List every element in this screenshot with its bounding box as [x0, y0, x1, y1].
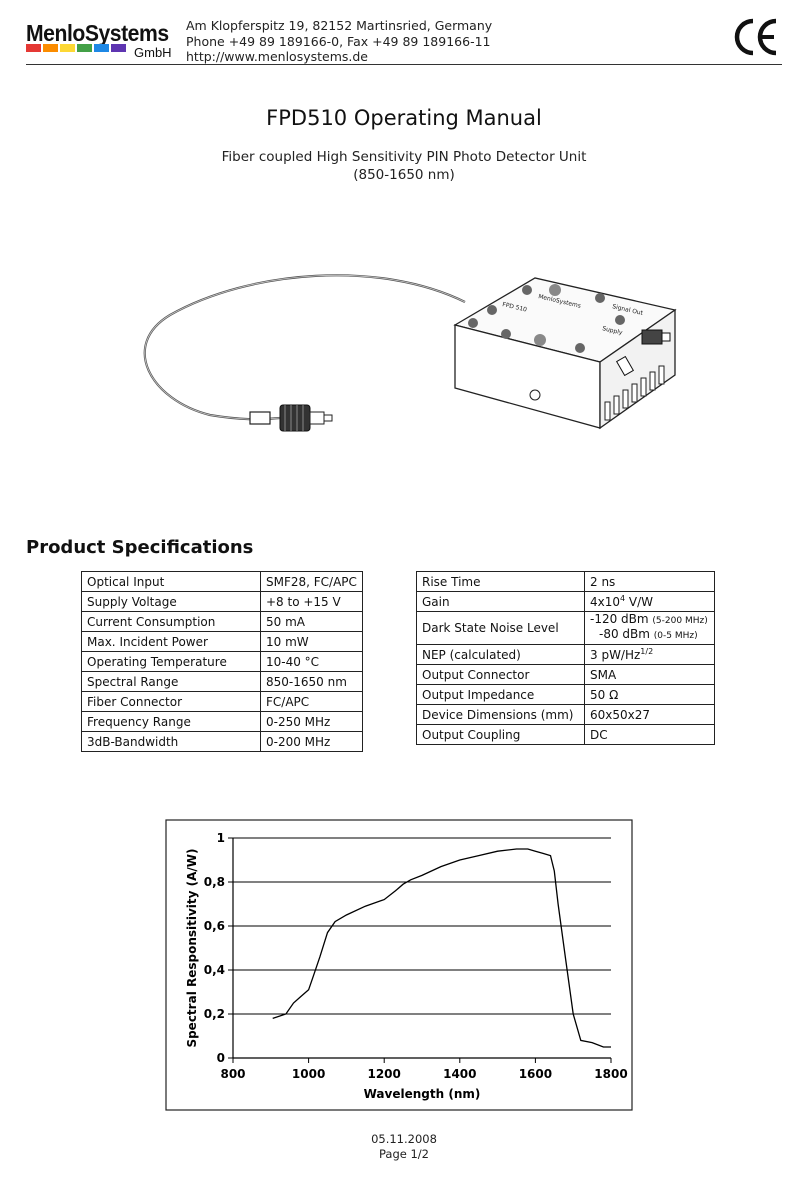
table-row: NEP (calculated) 3 pW/Hz1/2: [416, 644, 715, 665]
x-tick-label: 1200: [367, 1067, 400, 1081]
product-illustration: MenloSystems FPD 510 Signal Out Supply: [143, 274, 677, 432]
table-row: Supply Voltage+8 to +15 V: [81, 591, 363, 612]
table-row: Dark State Noise Level -120 dBm (5-200 M…: [416, 611, 715, 645]
y-axis-label: Spectral Responsitivity (A/W): [185, 848, 199, 1047]
subtitle-line-2: (850-1650 nm): [353, 167, 455, 183]
y-tick-label: 0,8: [204, 875, 225, 889]
chart-gridlines: [233, 837, 611, 1015]
y-tick-label: 0,2: [204, 1007, 225, 1021]
subtitle-line-1: Fiber coupled High Sensitivity PIN Photo…: [221, 149, 587, 165]
x-tick-label: 1000: [292, 1067, 325, 1081]
detector-housing: MenloSystems FPD 510 Signal Out Supply: [453, 277, 677, 430]
phone-line: Phone +49 89 189166-0, Fax +49 89 189166…: [186, 33, 491, 49]
address-line: Am Klopferspitz 19, 82152 Martinsried, G…: [186, 18, 493, 33]
page-subtitle: Fiber coupled High Sensitivity PIN Photo…: [0, 148, 808, 184]
x-tick-label: 1600: [519, 1067, 552, 1081]
y-tick-label: 1: [217, 831, 225, 845]
page-number: Page 1/2: [378, 1147, 429, 1161]
header-divider: [26, 64, 782, 65]
x-tick-label: 1400: [443, 1067, 476, 1081]
section-heading-specifications: Product Specifications: [26, 537, 254, 558]
company-logo-text: MenloSystems: [26, 20, 169, 46]
page-title: FPD510 Operating Manual: [266, 106, 542, 130]
ce-mark-icon: [734, 18, 777, 56]
chart-frame: [165, 819, 633, 1111]
y-tick-label: 0: [217, 1051, 225, 1065]
company-logo-suffix: GmbH: [134, 45, 172, 60]
table-row: Gain 4x104 V/W: [416, 591, 715, 612]
x-axis-label: Wavelength (nm): [364, 1087, 481, 1101]
responsivity-curve: [272, 848, 611, 1048]
x-tick-label: 1800: [594, 1067, 627, 1081]
y-tick-label: 0,4: [204, 963, 225, 977]
table-row: Device Dimensions (mm)60x50x27: [416, 704, 715, 725]
page-footer: 05.11.2008 Page 1/2: [0, 1132, 808, 1162]
sma-connector-icon: [641, 329, 671, 345]
company-address-block: Am Klopferspitz 19, 82152 Martinsried, G…: [186, 18, 492, 65]
website-link[interactable]: http://www.menlosystems.de: [186, 49, 369, 64]
supply-label: Supply: [602, 325, 624, 337]
y-tick-label: 0,6: [204, 919, 225, 933]
x-tick-label: 800: [220, 1067, 245, 1081]
logo-color-bars: [26, 44, 126, 52]
fiber-connector-icon: [249, 404, 333, 432]
document-date: 05.11.2008: [371, 1132, 437, 1146]
